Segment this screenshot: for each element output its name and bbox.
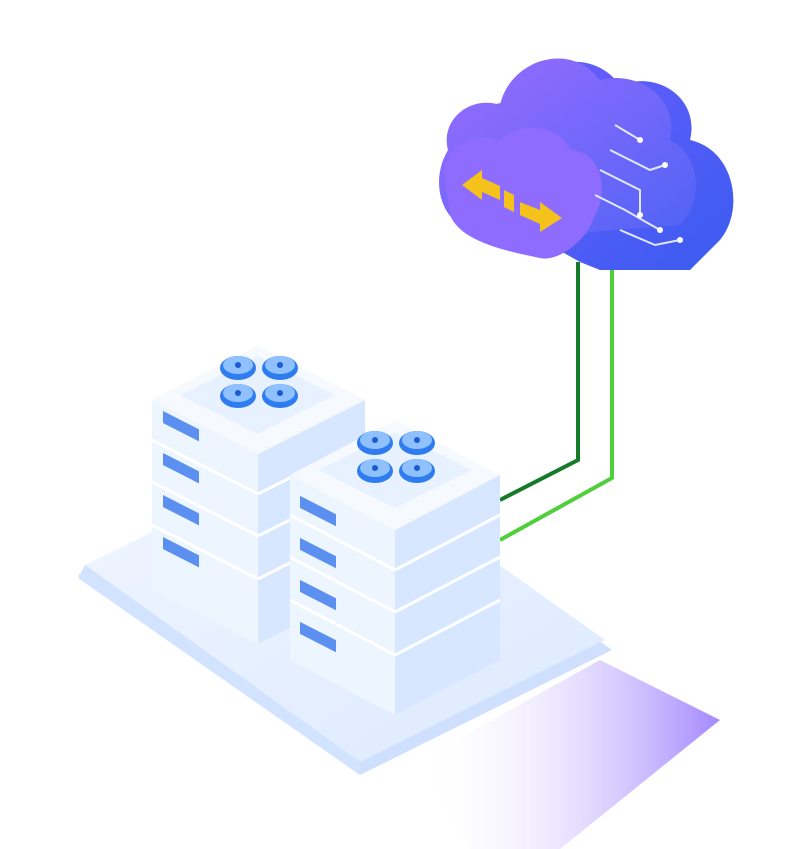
cooling-fan-icon: [357, 431, 393, 455]
cooling-fan-icon: [220, 384, 256, 408]
cooling-fan-icon: [399, 459, 435, 483]
cooling-fans-right: [357, 431, 435, 483]
connection-cables: [499, 242, 614, 542]
cooling-fan-icon: [220, 356, 256, 380]
cooling-fan-icon: [399, 431, 435, 455]
cable-dark: [499, 262, 580, 502]
floor-shadow: [420, 660, 720, 849]
cooling-fan-icon: [357, 459, 393, 483]
bidirectional-arrow-icon: [462, 170, 562, 232]
cooling-fans-left: [220, 356, 298, 408]
server-stack-right: [289, 420, 501, 715]
cooling-fan-icon: [262, 384, 298, 408]
cooling-fan-icon: [262, 356, 298, 380]
cable-light: [499, 242, 614, 542]
cloud-icon: [439, 58, 734, 270]
circuit-icon: [594, 124, 681, 247]
